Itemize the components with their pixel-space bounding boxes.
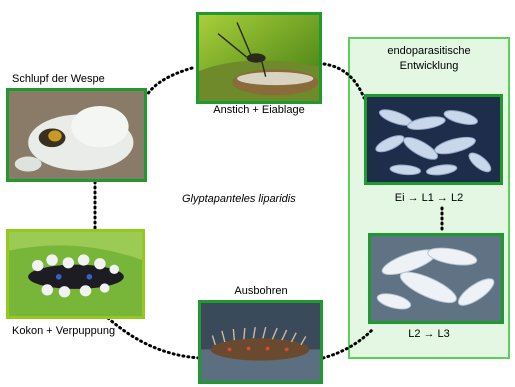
wasp-on-caterpillar-photo [196,12,322,104]
panel-title-line2: Entwicklung [350,60,508,73]
stage-label-oviposition: Anstich + Eiablage [196,104,322,117]
panel-title-line1: endoparasitische [350,45,508,58]
panel-step-1: Ei → L1 → L2 [350,192,508,205]
stage-label-emergence: Schlupf der Wespe [12,73,105,86]
species-name: Glyptapanteles liparidis [182,193,296,206]
panel-step-2: L2 → L3 [350,328,508,341]
stage-label-cocoon: Kokon + Verpuppung [12,325,115,338]
stage-label-boring-out: Ausbohren [198,285,324,298]
cocoons-on-caterpillar-photo [6,229,145,319]
eggs-larvae-photo [364,94,503,185]
connector-cocoon-to-boring [108,318,200,358]
connector-oviposition-to-emergence [147,68,192,95]
wasp-emergence-photo [6,88,147,182]
hairy-caterpillar-photo [198,300,323,384]
l3-larvae-photo [368,233,504,324]
